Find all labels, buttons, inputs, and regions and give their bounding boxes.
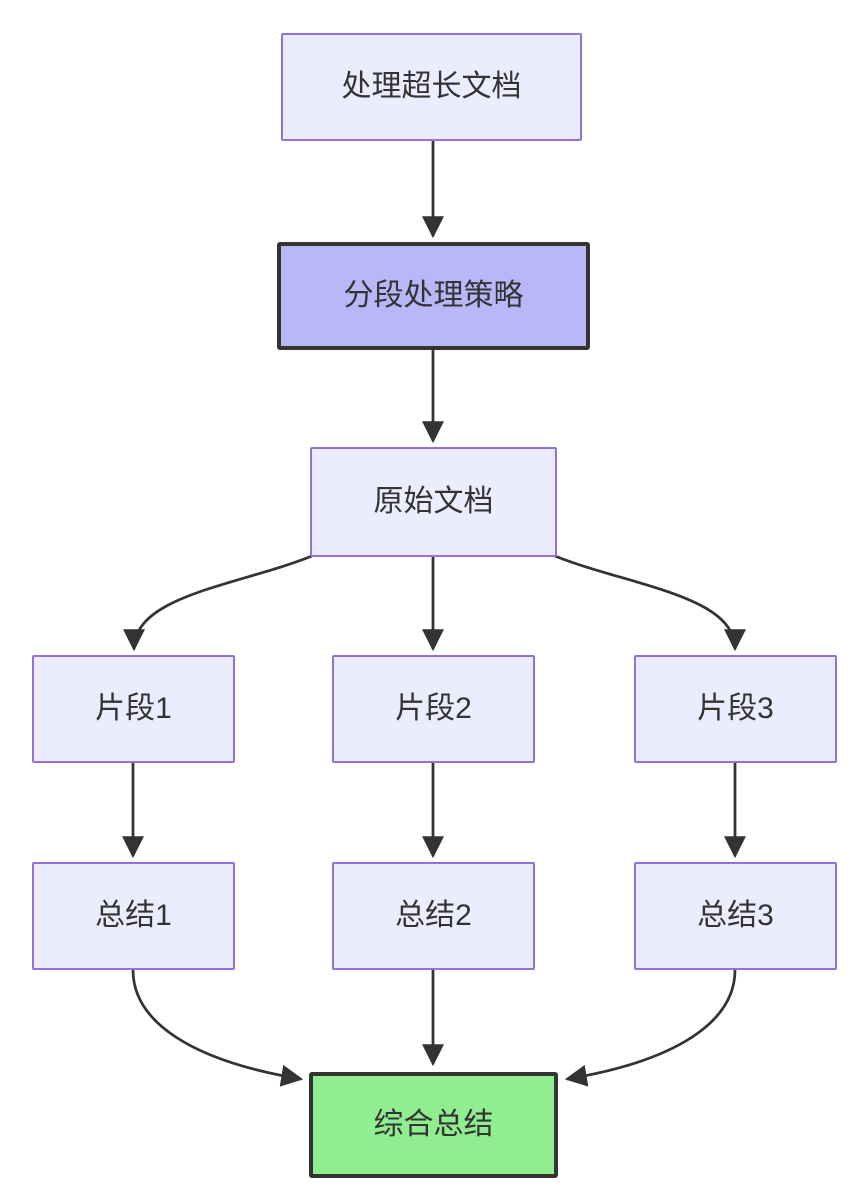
node-segment3-label: 片段3 [697,692,774,725]
node-process-label: 处理超长文档 [341,70,522,103]
node-summary1: 总结1 [32,862,235,970]
node-summary3: 总结3 [634,862,837,970]
node-final: 综合总结 [309,1072,558,1178]
node-original-label: 原始文档 [373,485,494,518]
node-summary3-label: 总结3 [697,899,774,932]
edge-original-segment3 [554,554,746,652]
node-segment1: 片段1 [32,655,235,763]
node-summary2-label: 总结2 [395,899,472,932]
node-original: 原始文档 [310,447,557,557]
node-segment2-label: 片段2 [395,692,472,725]
node-strategy-label: 分段处理策略 [343,279,524,312]
node-segment1-label: 片段1 [95,692,172,725]
node-segment3: 片段3 [634,655,837,763]
edge-summary1-final [131,969,304,1087]
node-strategy: 分段处理策略 [277,242,590,350]
node-summary2: 总结2 [332,862,535,970]
node-final-label: 综合总结 [373,1108,494,1141]
node-summary1-label: 总结1 [95,899,172,932]
edge-summary3-final [564,969,737,1087]
edge-original-segment1 [123,554,313,652]
node-process: 处理超长文档 [281,33,582,141]
node-segment2: 片段2 [332,655,535,763]
